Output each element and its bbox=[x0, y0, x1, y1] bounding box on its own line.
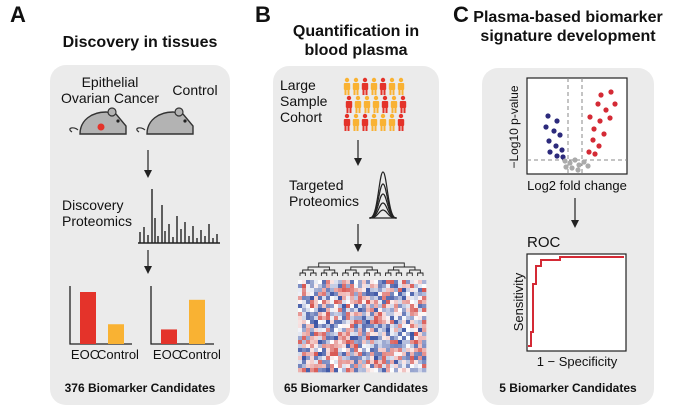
volcano-up-point bbox=[601, 131, 607, 137]
volcano-ns-point bbox=[576, 162, 582, 168]
panel-c-arrow bbox=[571, 198, 579, 228]
volcano-plot bbox=[526, 77, 628, 175]
volcano-up-point bbox=[595, 101, 601, 107]
volcano-up-point bbox=[596, 143, 602, 149]
person-icon bbox=[361, 113, 369, 131]
volcano-ns-point bbox=[562, 158, 568, 164]
volcano-down-point bbox=[559, 147, 565, 153]
volcano-up-point bbox=[587, 114, 593, 120]
volcano-down-point bbox=[557, 132, 563, 138]
volcano-down-point bbox=[551, 128, 557, 134]
volcano-ns-point bbox=[563, 164, 569, 170]
volcano-ns-point bbox=[572, 157, 578, 163]
panel-a-letter: A bbox=[10, 2, 26, 27]
person-icon bbox=[399, 95, 407, 113]
person-icon bbox=[370, 113, 378, 131]
eoc-mouse-icon bbox=[69, 107, 127, 135]
person-icon bbox=[343, 113, 351, 131]
person-icon bbox=[390, 95, 398, 113]
panel-a-arrow-1 bbox=[144, 150, 152, 178]
panel-c-title: Plasma-based biomarker signature develop… bbox=[473, 9, 663, 45]
volcano-up-point bbox=[603, 107, 609, 113]
panel-b-arrow-1 bbox=[354, 140, 362, 166]
person-icon bbox=[370, 77, 378, 95]
person-icon bbox=[381, 95, 389, 113]
volcano-down-point bbox=[553, 143, 559, 149]
panel-a-title: Discovery in tissues bbox=[62, 34, 218, 51]
panel-c-letter: C bbox=[453, 2, 469, 27]
roc-xlabel: 1 − Specificity bbox=[536, 354, 618, 369]
heatmap-dendrogram bbox=[299, 262, 424, 276]
panel-b-footer: 65 Biomarker Candidates bbox=[283, 381, 429, 395]
targeted-proteomics-label: Targeted Proteomics bbox=[289, 177, 360, 209]
mass-spectrum-graphic bbox=[138, 189, 220, 244]
chromatogram-peaks-graphic bbox=[369, 171, 397, 219]
volcano-ylabel: −Log10 p-value bbox=[507, 85, 521, 169]
sample-cohort-people bbox=[343, 77, 407, 131]
roc-ylabel: Sensitivity bbox=[511, 272, 526, 332]
person-icon bbox=[363, 95, 371, 113]
roc-curve-plot bbox=[526, 253, 627, 352]
volcano-up-point bbox=[598, 92, 604, 98]
volcano-xlabel: Log2 fold change bbox=[527, 178, 627, 193]
volcano-up-point bbox=[608, 89, 614, 95]
volcano-up-point bbox=[586, 149, 592, 155]
roc-title: ROC bbox=[527, 234, 561, 251]
person-icon bbox=[352, 113, 360, 131]
discovery-proteomics-label: Discovery Proteomics bbox=[62, 197, 133, 229]
eoc-mouse-label: Epithelial Ovarian Cancer bbox=[60, 74, 160, 106]
volcano-ns-point bbox=[585, 163, 591, 169]
volcano-down-point bbox=[560, 154, 566, 160]
eoc-bar-1 bbox=[80, 292, 96, 344]
bar-label-control-1: Control bbox=[97, 347, 139, 362]
person-icon bbox=[345, 95, 353, 113]
volcano-ns-point bbox=[581, 159, 587, 165]
volcano-ns-point bbox=[569, 165, 575, 171]
control-mouse-icon bbox=[136, 107, 194, 135]
person-icon bbox=[388, 113, 396, 131]
volcano-down-point bbox=[545, 113, 551, 119]
bar-label-control-2: Control bbox=[179, 347, 221, 362]
person-icon bbox=[352, 77, 360, 95]
panel-c-footer: 5 Biomarker Candidates bbox=[499, 381, 637, 395]
volcano-up-point bbox=[612, 101, 618, 107]
bar-label-eoc-1: EOC bbox=[70, 347, 100, 362]
volcano-down-point bbox=[554, 153, 560, 159]
person-icon bbox=[379, 113, 387, 131]
person-icon bbox=[397, 113, 405, 131]
control-bar-1 bbox=[108, 324, 124, 344]
volcano-ns-point bbox=[567, 160, 573, 166]
panel-a-arrow-2 bbox=[144, 250, 152, 274]
panel-a-footer: 376 Biomarker Candidates bbox=[64, 381, 216, 395]
volcano-up-point bbox=[590, 137, 596, 143]
panel-b-letter: B bbox=[255, 2, 271, 27]
volcano-down-point bbox=[543, 124, 549, 130]
person-icon bbox=[354, 95, 362, 113]
control-mouse-label: Control bbox=[172, 82, 218, 98]
eoc-bar-2 bbox=[161, 329, 177, 344]
person-icon bbox=[343, 77, 351, 95]
person-icon bbox=[397, 77, 405, 95]
control-bar-2 bbox=[189, 299, 205, 344]
volcano-down-point bbox=[546, 138, 552, 144]
volcano-ns-point bbox=[575, 167, 581, 173]
person-icon bbox=[388, 77, 396, 95]
bar-label-eoc-2: EOC bbox=[152, 347, 182, 362]
panel-b-title: Quantification in blood plasma bbox=[292, 23, 420, 59]
person-icon bbox=[361, 77, 369, 95]
volcano-up-point bbox=[607, 115, 613, 121]
volcano-up-point bbox=[591, 126, 597, 132]
person-icon bbox=[372, 95, 380, 113]
volcano-down-point bbox=[547, 149, 553, 155]
volcano-down-point bbox=[554, 118, 560, 124]
panel-b-arrow-2 bbox=[354, 224, 362, 252]
person-icon bbox=[379, 77, 387, 95]
volcano-up-point bbox=[592, 151, 598, 157]
volcano-up-point bbox=[597, 118, 603, 124]
clustered-heatmap bbox=[298, 280, 427, 373]
cohort-label: Large Sample Cohort bbox=[280, 77, 328, 125]
